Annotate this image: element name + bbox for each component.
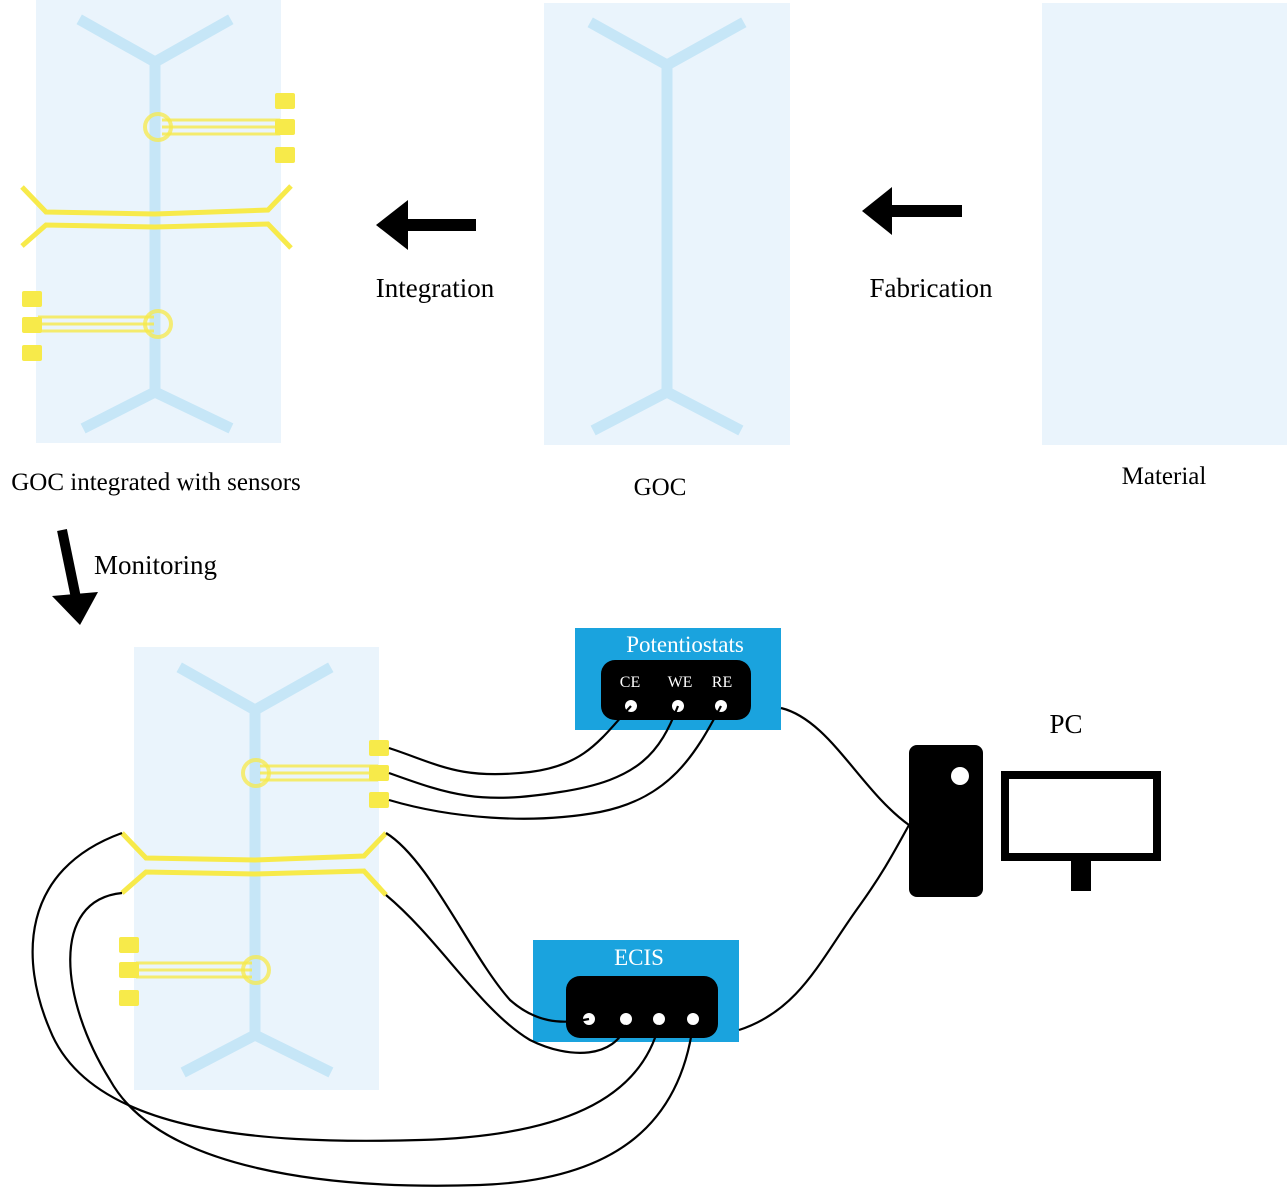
monitoring-arrow [52, 528, 98, 625]
potentiostats-panel [601, 660, 751, 720]
monitor-icon [1001, 771, 1161, 891]
port-label-re: RE [712, 674, 732, 691]
ecis-port-3 [653, 1013, 665, 1025]
ecis-port-2 [620, 1013, 632, 1025]
wire-ecis-1 [385, 832, 590, 1023]
impedance-electrodes [20, 184, 293, 250]
fabrication-label: Fabrication [870, 273, 993, 303]
ecis-port-4 [687, 1013, 699, 1025]
goc-integrated-chip [20, 0, 295, 443]
microchannel [587, 17, 747, 436]
goc-sensors-label: GOC integrated with sensors [11, 469, 301, 496]
wire-potentiostats-pc [780, 706, 910, 826]
ecis-panel [566, 976, 718, 1038]
potentiostats-device: Potentiostats CE WE RE [575, 628, 781, 730]
fabrication-arrow [862, 187, 962, 235]
material-label: Material [1122, 463, 1207, 490]
integration-arrow [376, 200, 476, 250]
sensor-electrode-upper [241, 740, 389, 808]
sensor-electrode-lower [119, 937, 271, 1006]
impedance-electrodes [120, 831, 388, 897]
wire-re [388, 705, 722, 820]
wire-ce [388, 705, 632, 776]
potentiostats-title: Potentiostats [626, 632, 744, 657]
pc-tower-icon [909, 745, 983, 897]
port-label-we: WE [668, 674, 693, 691]
wire-ecis-pc [738, 824, 910, 1032]
connection-wires [31, 705, 910, 1187]
wire-ecis-4 [69, 891, 695, 1187]
ecis-device: ECIS [533, 940, 739, 1042]
goc-chip [544, 3, 790, 445]
wire-we [388, 705, 680, 799]
pc-label: PC [1049, 709, 1082, 739]
sensor-electrode-lower [22, 291, 173, 361]
integration-label: Integration [376, 273, 495, 303]
ecis-title: ECIS [614, 945, 664, 970]
port-label-ce: CE [620, 674, 640, 691]
wire-ecis-2 [385, 894, 628, 1054]
monitoring-label: Monitoring [94, 550, 217, 580]
sensor-electrode-upper [143, 93, 295, 163]
monitored-chip [119, 647, 389, 1090]
wire-ecis-3 [31, 831, 661, 1142]
goc-label: GOC [634, 474, 687, 501]
material-block [1042, 3, 1287, 445]
